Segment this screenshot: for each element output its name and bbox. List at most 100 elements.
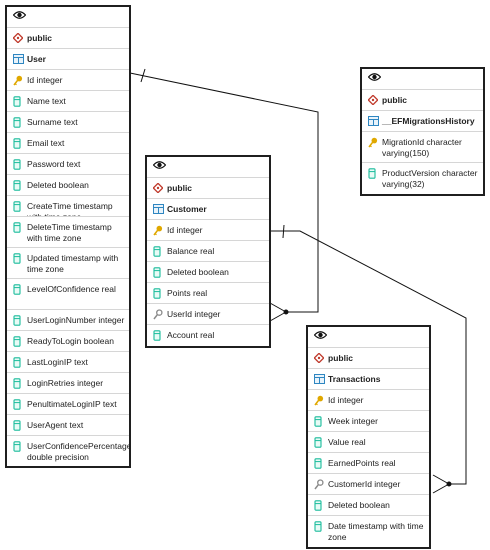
column-label: Date timestamp with time zone [328, 521, 424, 542]
table-icon [368, 116, 379, 127]
column-icon [13, 315, 23, 326]
primary-key-icon [153, 225, 163, 236]
primary-key-icon [314, 395, 324, 406]
eye-icon[interactable] [12, 10, 27, 23]
column-row[interactable]: UserConfidencePercentage double precisio… [7, 436, 129, 466]
column-row[interactable]: UserAgent text [7, 415, 129, 436]
column-icon [314, 521, 324, 532]
table-name-row[interactable]: __EFMigrationsHistory [362, 111, 483, 132]
eye-icon[interactable] [313, 330, 328, 343]
column-row[interactable]: ReadyToLogin boolean [7, 331, 129, 352]
column-row[interactable]: Points real [147, 283, 269, 304]
table-name: __EFMigrationsHistory [382, 116, 475, 126]
eye-icon[interactable] [152, 160, 167, 173]
column-row[interactable]: Deleted boolean [308, 495, 429, 516]
table-icon [314, 374, 325, 385]
column-row[interactable]: UserId integer [147, 304, 269, 325]
column-row[interactable]: LevelOfConfidence real [7, 279, 129, 310]
column-row[interactable]: Date timestamp with time zone [308, 516, 429, 547]
column-row[interactable]: Password text [7, 154, 129, 175]
column-row[interactable]: LastLoginIP text [7, 352, 129, 373]
column-row[interactable]: Updated timestamp with time zone [7, 248, 129, 279]
column-row[interactable]: Name text [7, 91, 129, 112]
column-row[interactable]: DeleteTime timestamp with time zone [7, 217, 129, 248]
column-row[interactable]: Deleted boolean [147, 262, 269, 283]
column-label: ProductVersion character varying(32) [382, 168, 478, 189]
column-row[interactable]: UserLoginNumber integer [7, 310, 129, 331]
column-row[interactable]: Id integer [308, 390, 429, 411]
column-label: Surname text [27, 117, 78, 127]
column-label: Week integer [328, 416, 378, 426]
relation-customer-user [129, 68, 319, 322]
column-label: UserConfidencePercentage double precisio… [27, 441, 129, 462]
column-row[interactable]: CustomerId integer [308, 474, 429, 495]
column-row[interactable]: Id integer [147, 220, 269, 241]
table-name-row[interactable]: User [7, 49, 129, 70]
column-label: DeleteTime timestamp with time zone [27, 222, 112, 243]
schema-label: public [167, 183, 193, 193]
column-icon [13, 201, 23, 212]
column-label: CreateTime timestamp with time zone [27, 201, 113, 217]
column-row[interactable]: Week integer [308, 411, 429, 432]
column-label: LevelOfConfidence real [27, 284, 116, 294]
schema-icon [12, 32, 24, 44]
column-icon [13, 222, 23, 233]
schema-row[interactable]: public [362, 90, 483, 111]
column-icon [13, 399, 23, 410]
column-icon [13, 253, 23, 264]
column-row[interactable]: MigrationId character varying(150) [362, 132, 483, 163]
table-name: Transactions [328, 374, 381, 384]
column-row[interactable]: PenultimateLoginIP text [7, 394, 129, 415]
column-row[interactable]: Account real [147, 325, 269, 346]
column-row[interactable]: LoginRetries integer [7, 373, 129, 394]
table-icon [153, 204, 164, 215]
column-icon [314, 416, 324, 427]
column-label: PenultimateLoginIP text [27, 399, 117, 409]
column-icon [153, 330, 163, 341]
column-row[interactable]: ProductVersion character varying(32) [362, 163, 483, 194]
column-row[interactable]: Balance real [147, 241, 269, 262]
foreign-key-icon [153, 309, 163, 320]
column-label: LastLoginIP text [27, 357, 88, 367]
column-icon [153, 267, 163, 278]
column-label: Value real [328, 437, 366, 447]
column-label: CustomerId integer [328, 479, 401, 489]
table-header [308, 327, 429, 348]
column-label: Id integer [27, 75, 63, 85]
table-name-row[interactable]: Customer [147, 199, 269, 220]
column-label: Account real [167, 330, 215, 340]
column-icon [13, 378, 23, 389]
column-icon [314, 500, 324, 511]
column-row[interactable]: Surname text [7, 112, 129, 133]
table-name: Customer [167, 204, 207, 214]
relation-transactions-customer [271, 224, 467, 494]
schema-label: public [27, 33, 53, 43]
column-row[interactable]: Email text [7, 133, 129, 154]
column-icon [153, 246, 163, 257]
schema-row[interactable]: public [147, 178, 269, 199]
column-label: UserAgent text [27, 420, 84, 430]
schema-row[interactable]: public [308, 348, 429, 369]
schema-row[interactable]: public [7, 28, 129, 49]
primary-key-icon [13, 75, 23, 86]
primary-key-icon [368, 137, 378, 148]
column-row[interactable]: Deleted boolean [7, 175, 129, 196]
table-name-row[interactable]: Transactions [308, 369, 429, 390]
column-row[interactable]: Value real [308, 432, 429, 453]
column-row[interactable]: Id integer [7, 70, 129, 91]
column-icon [13, 284, 23, 295]
column-label: Id integer [167, 225, 203, 235]
column-row[interactable]: EarnedPoints real [308, 453, 429, 474]
eye-icon[interactable] [367, 72, 382, 85]
schema-icon [313, 352, 325, 364]
column-label: Password text [27, 159, 81, 169]
column-row[interactable]: CreateTime timestamp with time zone [7, 196, 129, 217]
column-icon [13, 138, 23, 149]
column-icon [13, 96, 23, 107]
schema-label: public [328, 353, 354, 363]
